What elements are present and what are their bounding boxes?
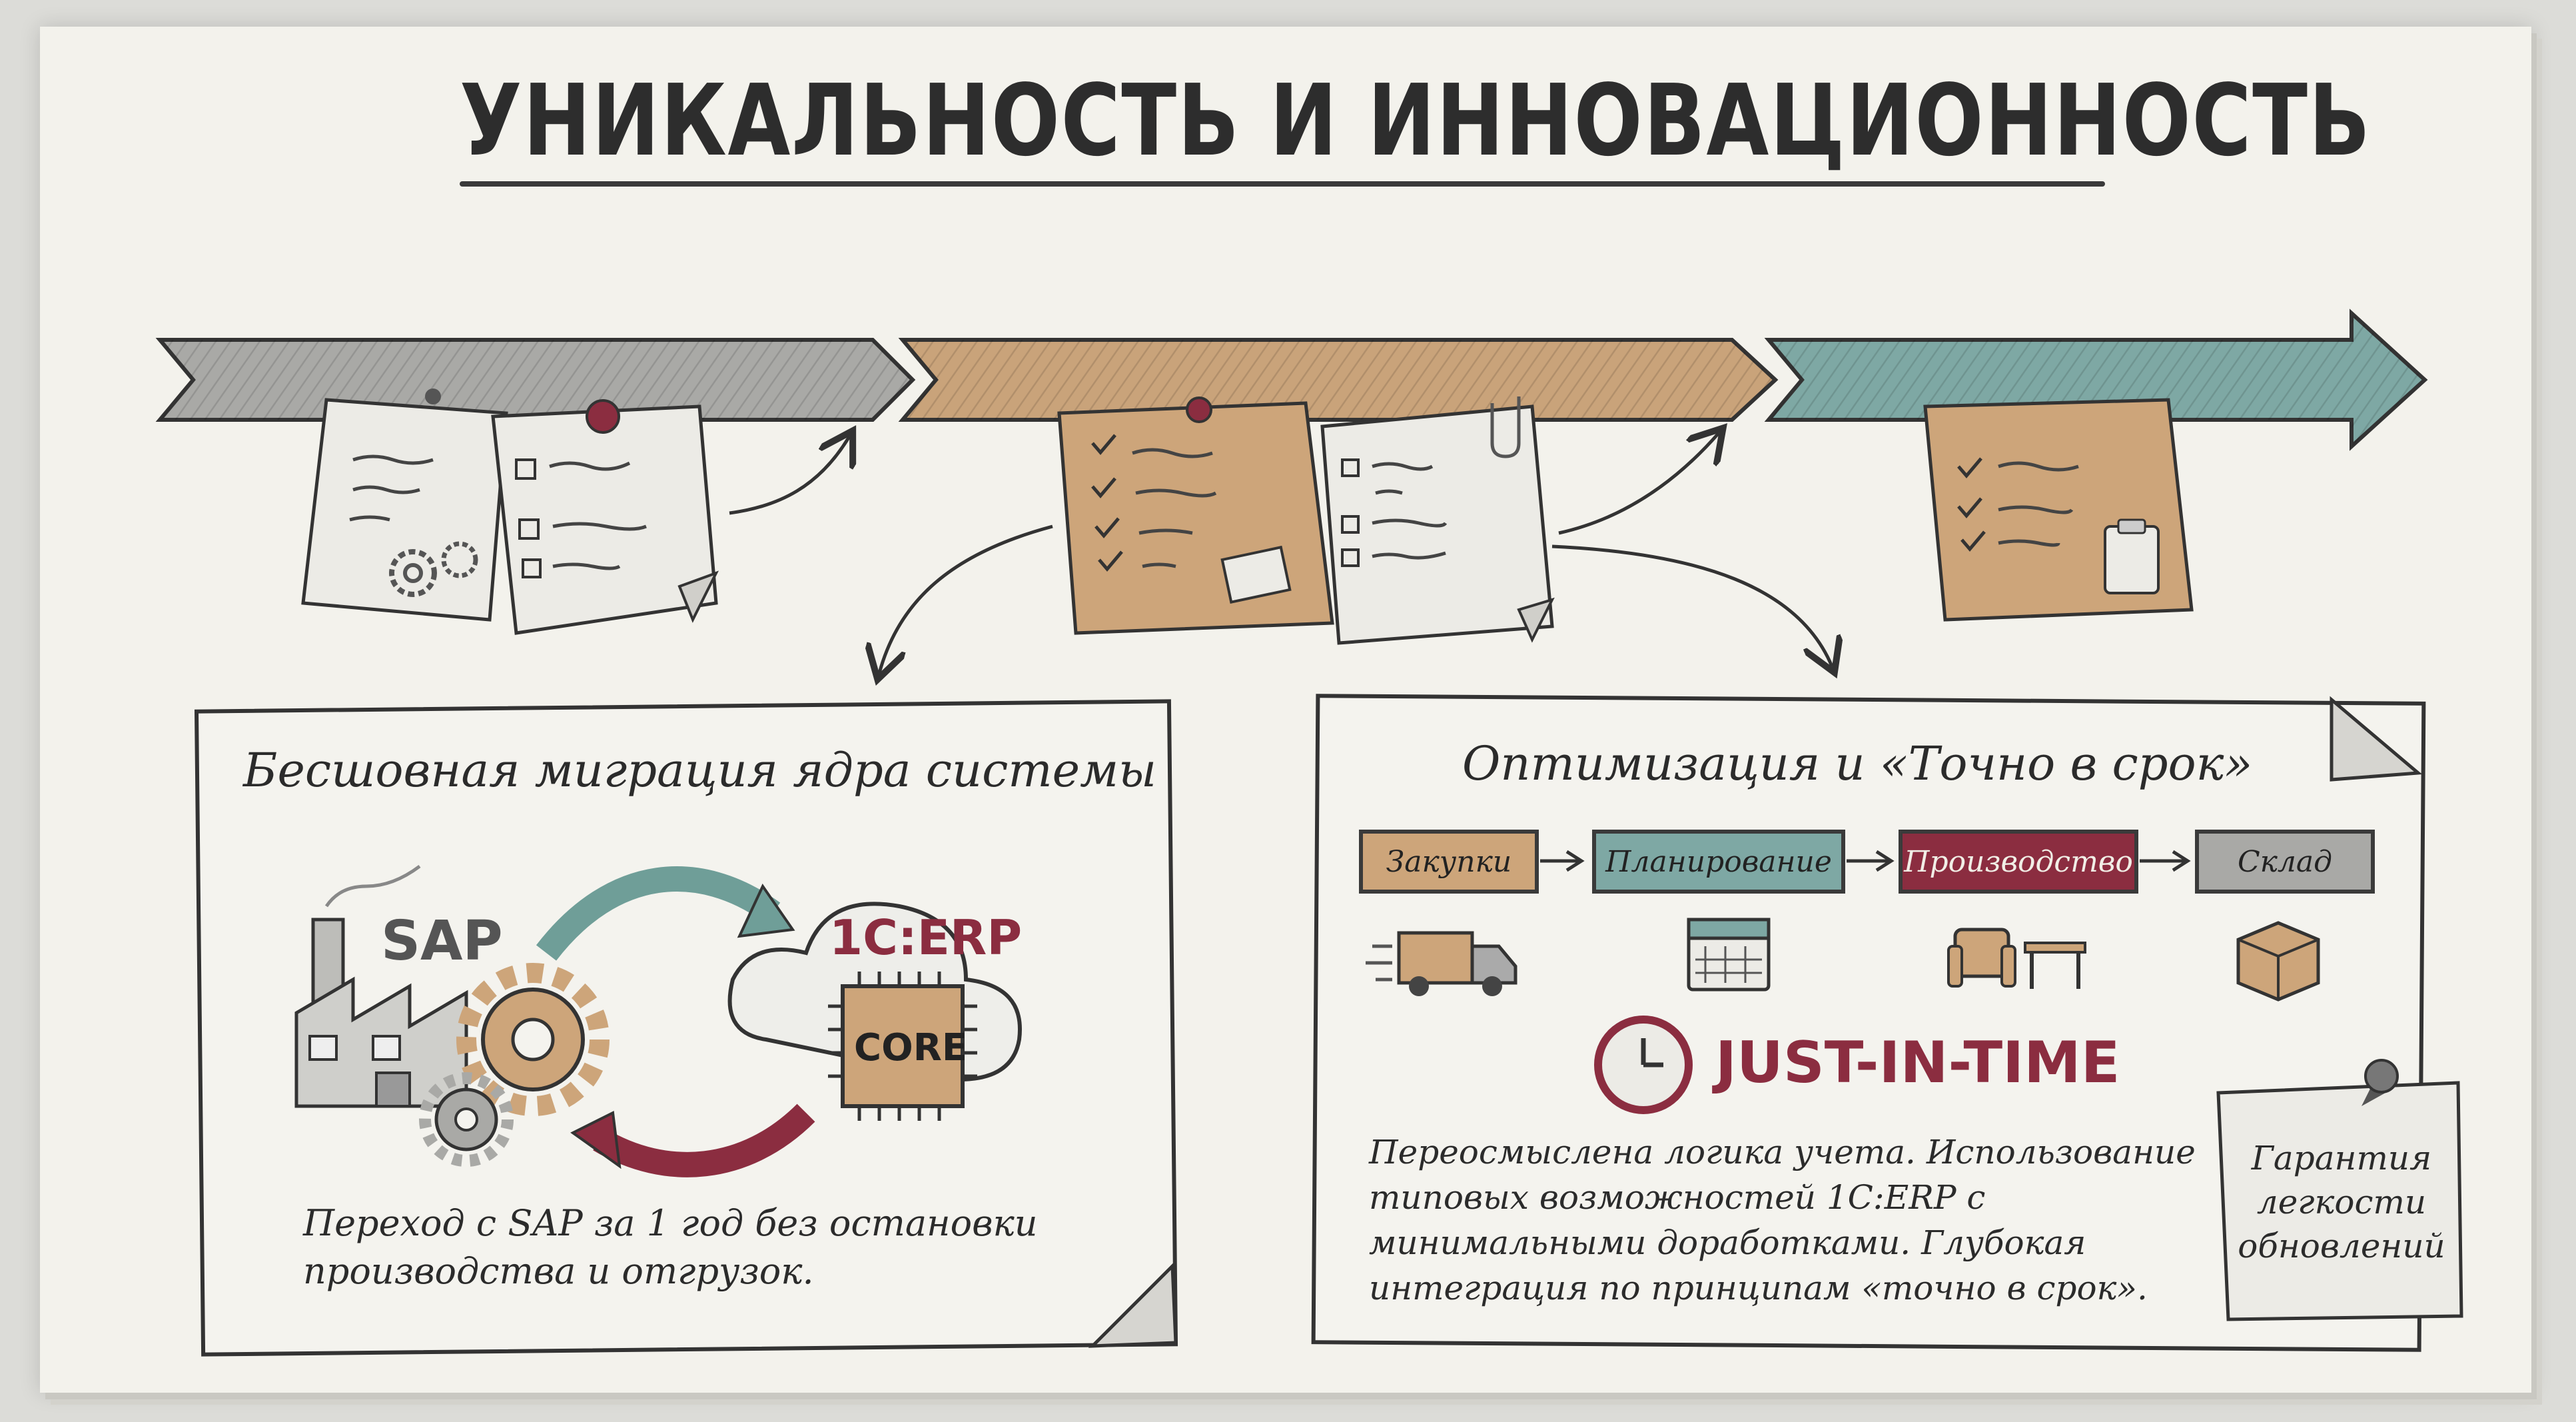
truck-icon [1366,931,1517,996]
note-tan-checklist [1057,396,1334,635]
stage-procurement: Закупки [1359,830,1539,894]
connector-arrow-1 [729,436,849,515]
note-white-1 [301,388,508,622]
pushpin-icon [2364,1059,2399,1093]
flow-arrow-1 [1540,850,1585,872]
chip-icon [828,972,977,1121]
stage-planning: Планирование [1592,830,1845,894]
paperclip-icon [1490,396,1521,458]
flow-arrow-2 [1847,850,1895,872]
optimization-description: Переосмыслена логика учета. Использовани… [1369,1133,2196,1307]
connector-arrow-2 [1558,433,1719,535]
optimization-title: Оптимизация и «Точно в срок» [1462,736,2253,791]
title-underline [460,181,2105,187]
sap-label: SAP [381,910,503,973]
stage-production: Производство [1899,830,2138,894]
jit-label: JUST-IN-TIME [1715,1030,2120,1096]
migrate-arrow-maroon [593,1103,815,1177]
migration-title: Бесшовная миграция ядра системы [243,743,1157,798]
migration-description: Переход с SAP за 1 год без остановки про… [303,1202,1038,1292]
gear-icon [419,963,610,1167]
migration-box [194,699,1178,1357]
timeline-arrow-tan [898,338,1779,422]
flow-arrow-3 [2140,850,2191,872]
timeline-arrow-gray [155,338,916,422]
sticky-note [2216,1059,2463,1321]
connector-arrow-4 [1551,544,1832,666]
stage-warehouse: Склад [2195,830,2375,894]
erp-label: 1С:ERP [829,910,1023,966]
sticky-note-text: Гарантия легкости обновлений [2238,1139,2445,1265]
box-icon [2236,921,2320,1002]
calendar-icon [1687,918,1771,992]
core-label: CORE [854,1026,968,1069]
connector-arrow-3 [879,524,1053,673]
gears-icon [389,541,478,597]
note-white-checklist-1 [491,399,719,635]
note-tan-clipboard [1923,398,2194,622]
furniture-icon [1947,928,2086,989]
clock-icon [1594,1016,1693,1114]
clipboard-icon [2104,525,2160,594]
migrate-arrow-teal [536,866,781,961]
note-white-checklist-2 [1320,396,1555,645]
factory-icon [294,864,468,1108]
